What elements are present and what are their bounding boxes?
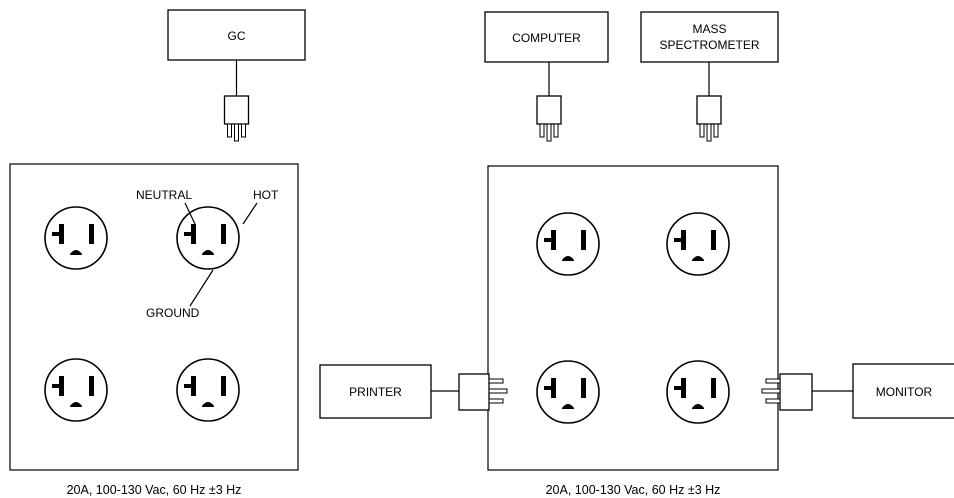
right-outlet-bottom-left [536, 360, 600, 424]
monitor-label: MONITOR [876, 385, 933, 399]
left-outlet-top-left [44, 206, 108, 270]
neutral-label: NEUTRAL [136, 188, 192, 202]
printer-plug [458, 373, 508, 411]
ground-label: GROUND [146, 306, 200, 320]
hot-leader [242, 202, 258, 225]
printer-label: PRINTER [349, 385, 402, 399]
left-outlet-top-right [176, 206, 240, 270]
mass-spectrometer-label-line2: SPECTROMETER [659, 38, 759, 52]
hot-label: HOT [253, 188, 279, 202]
mass-spectrometer-box [640, 11, 779, 63]
monitor-box [852, 363, 954, 419]
left-outlet-bottom-left [44, 358, 108, 422]
monitor-plug [761, 373, 813, 411]
left-rating: 20A, 100-130 Vac, 60 Hz ±3 Hz [67, 483, 242, 497]
left-outlet-bottom-right [176, 358, 240, 422]
mass-spectrometer-plug [696, 95, 722, 142]
computer-plug [536, 95, 562, 142]
neutral-leader [184, 202, 196, 225]
printer-box [319, 364, 432, 419]
gc-box [167, 9, 306, 61]
ground-leader [189, 269, 214, 307]
right-power-strip [487, 165, 779, 471]
gc-label: GC [228, 29, 246, 43]
computer-box [484, 11, 609, 63]
right-outlet-top-left [536, 212, 600, 276]
right-rating: 20A, 100-130 Vac, 60 Hz ±3 Hz [546, 483, 721, 497]
computer-label: COMPUTER [512, 31, 581, 45]
mass-spectrometer-label-line1: MASS [692, 22, 726, 36]
right-outlet-top-right [666, 212, 730, 276]
gc-plug [223, 95, 250, 142]
right-outlet-bottom-right [666, 360, 730, 424]
